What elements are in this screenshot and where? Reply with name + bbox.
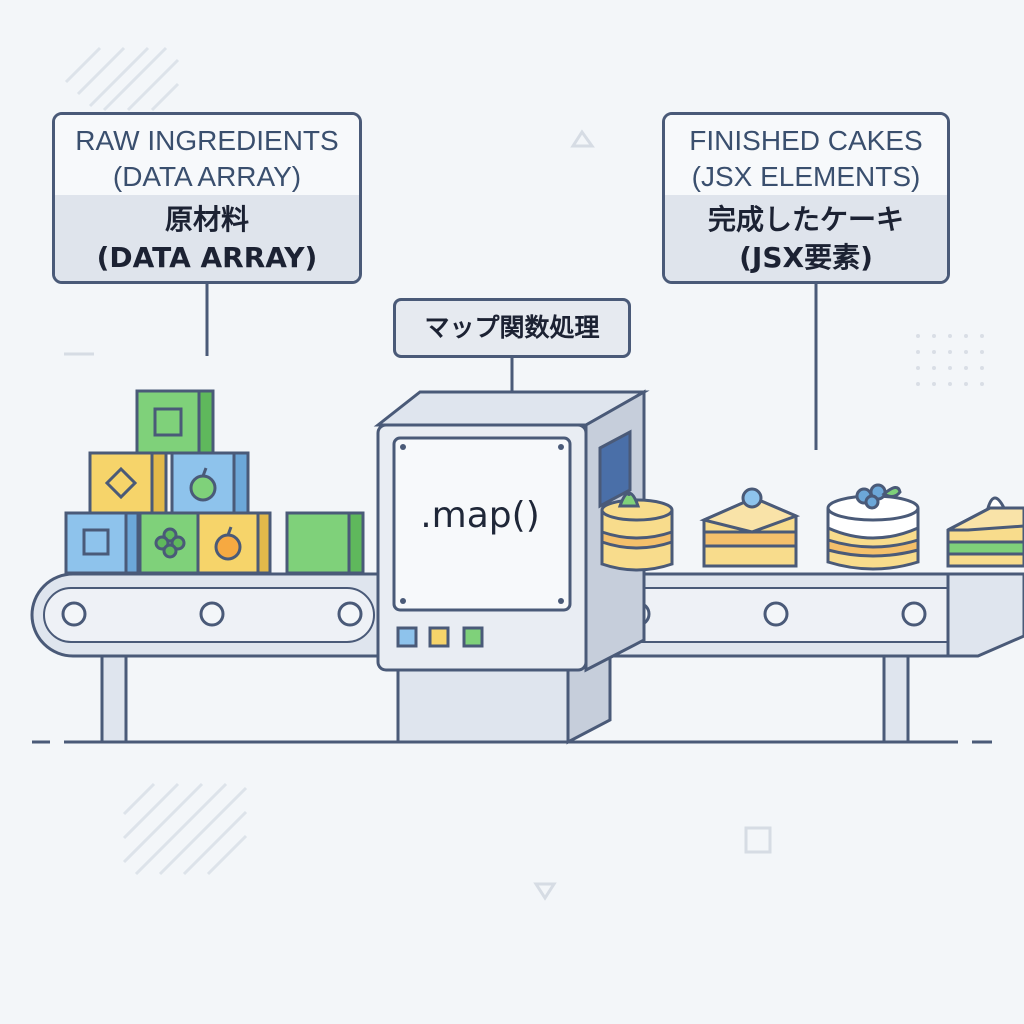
raw-ingredients-title: RAW INGREDIENTS [75, 125, 339, 156]
decor-square [744, 826, 772, 854]
block-blue-bottom [64, 511, 140, 575]
conveyor-legs [100, 654, 910, 744]
machine-light-green [462, 626, 484, 648]
block-yellow-mid [88, 451, 168, 515]
raw-ingredients-english: RAW INGREDIENTS (DATA ARRAY) [55, 115, 359, 195]
map-screen-text: .map() [420, 495, 540, 536]
apple-icon [189, 467, 217, 502]
decor-triangle-up [570, 129, 595, 148]
finished-cakes-label: FINISHED CAKES (JSX ELEMENTS) 完成したケーキ (J… [662, 112, 950, 284]
raw-ingredients-ja-title: 原材料 [164, 203, 249, 236]
machine-screen [392, 436, 572, 612]
ingredient-blocks [64, 389, 365, 575]
decor-hatch-bottom [122, 782, 248, 876]
finished-cakes-ja-subtitle: (JSX要素) [739, 241, 873, 274]
finished-cakes-title: FINISHED CAKES [689, 125, 923, 156]
diamond-icon [104, 466, 138, 500]
finished-cakes-ja-title: 完成したケーキ [707, 203, 904, 236]
strawberry-icon [617, 491, 641, 508]
machine-light-blue [396, 626, 418, 648]
raw-ingredients-subtitle: (DATA ARRAY) [112, 161, 302, 192]
blueberry-icon [855, 483, 887, 510]
apple-icon [214, 526, 242, 561]
raw-ingredients-japanese: 原材料 (DATA ARRAY) [55, 195, 359, 281]
map-function-label: マップ関数処理 [393, 298, 631, 358]
block-yellow-bottom [196, 511, 272, 575]
leaf-icon [881, 486, 902, 499]
raw-ingredients-label: RAW INGREDIENTS (DATA ARRAY) 原材料 (DATA A… [52, 112, 362, 284]
cake-round-blueberry [826, 483, 920, 571]
machine-output-opening [598, 429, 632, 509]
square-icon [153, 407, 183, 437]
clover-icon [154, 527, 186, 559]
block-blue-mid [170, 451, 250, 515]
finished-cakes-subtitle: (JSX ELEMENTS) [691, 161, 921, 192]
cream-icon [985, 496, 1007, 510]
cake-round-strawberry [600, 491, 674, 572]
raw-ingredients-ja-subtitle: (DATA ARRAY) [96, 241, 318, 274]
cake-slice-blueberry [699, 487, 801, 568]
finished-cakes-japanese: 完成したケーキ (JSX要素) [665, 195, 947, 281]
decor-triangle-down [533, 882, 557, 901]
cake-slice-cream [946, 496, 1024, 568]
finished-cakes-english: FINISHED CAKES (JSX ELEMENTS) [665, 115, 947, 195]
blueberry-icon [741, 487, 763, 509]
machine-light-yellow [428, 626, 450, 648]
block-green-top [135, 389, 215, 455]
block-green-moving [285, 511, 365, 575]
map-machine [373, 389, 650, 745]
decor-hatch-top [64, 46, 180, 112]
square-icon [82, 528, 110, 556]
decor-dots [916, 334, 984, 386]
